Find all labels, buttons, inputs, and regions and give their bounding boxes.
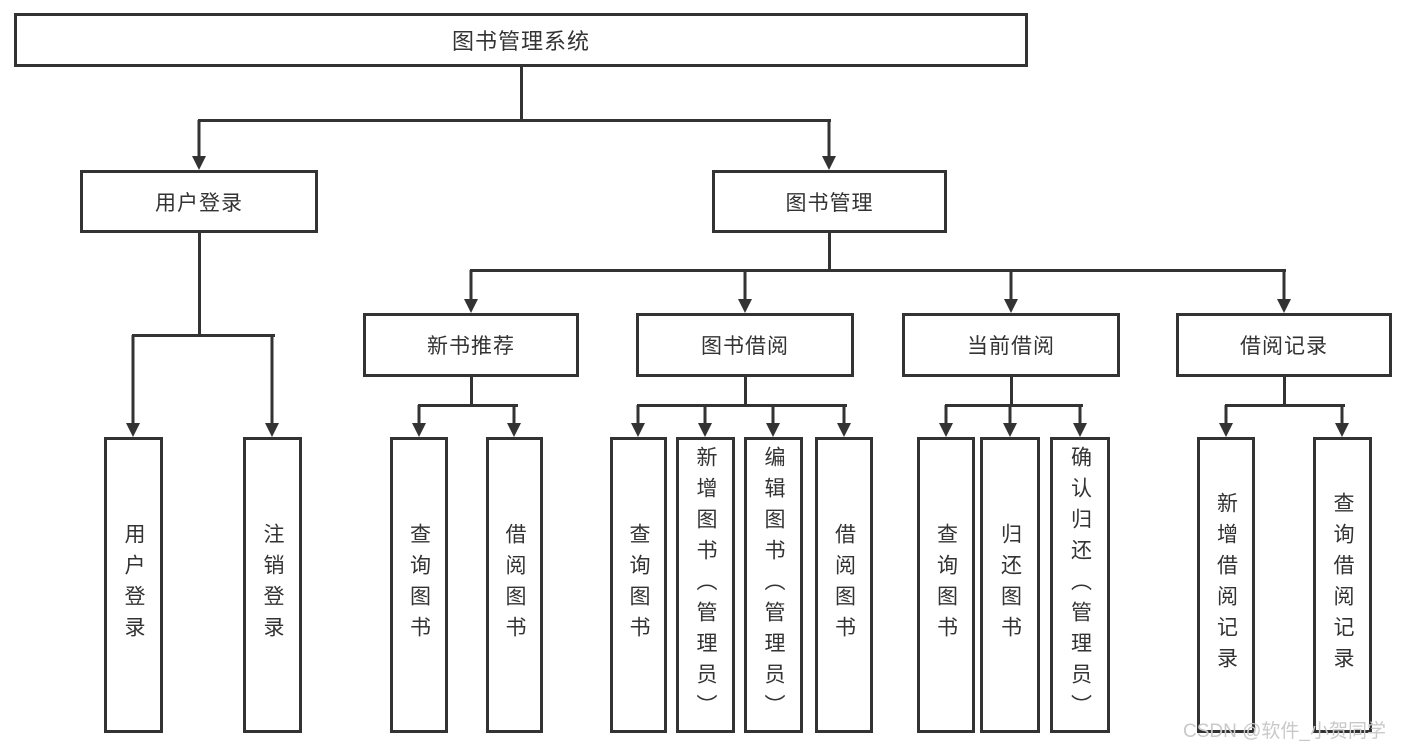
arrow-to-current-borrowing <box>1004 270 1018 313</box>
arrow-to-leaf-nb-borrow <box>507 405 521 437</box>
connector-records-branch <box>1224 403 1345 407</box>
connector-user-login-branch <box>131 333 275 337</box>
node-label: 查询借阅记录 <box>1331 492 1354 678</box>
node-label: 图书管理 <box>785 191 874 215</box>
leaf-bb-edit-books-admin: 编辑图书（管理员） <box>744 437 803 733</box>
node-label: 用户登录 <box>155 191 243 215</box>
connector-current-borrow-stem <box>1009 377 1013 406</box>
arrow-to-book-borrowing <box>738 270 752 313</box>
node-label: 新增图书（管理员） <box>694 445 717 725</box>
leaf-rec-add-record: 新增借阅记录 <box>1197 437 1255 733</box>
node-label: 借阅记录 <box>1240 335 1328 358</box>
arrow-to-leaf-cb-return <box>1003 405 1017 437</box>
node-borrowing-records: 借阅记录 <box>1176 313 1392 377</box>
leaf-rec-query-record: 查询借阅记录 <box>1313 437 1372 733</box>
arrow-to-leaf-rec-add <box>1219 405 1233 437</box>
connector-book-borrow-branch <box>636 403 847 407</box>
node-label: 新增借阅记录 <box>1214 492 1238 678</box>
csdn-watermark: CSDN @软件_小贺同学 <box>1183 721 1386 742</box>
leaf-logout: 注销登录 <box>243 437 302 733</box>
arrow-to-leaf-cb-query <box>939 405 953 437</box>
connector-user-login-stem <box>197 233 201 335</box>
connector-level2-branch <box>197 118 831 122</box>
leaf-user-login: 用户登录 <box>104 437 163 733</box>
leaf-cb-return-books: 归还图书 <box>980 437 1040 733</box>
connector-records-stem <box>1282 377 1286 406</box>
arrow-to-leaf-bb-borrow <box>837 405 851 437</box>
node-label: 确认归还（管理员） <box>1068 445 1092 725</box>
leaf-cb-confirm-return-admin: 确认归还（管理员） <box>1050 437 1110 733</box>
connector-book-borrow-stem <box>743 377 747 406</box>
node-label: 查询图书 <box>627 523 650 647</box>
node-label: 借阅图书 <box>832 523 856 647</box>
arrow-to-leaf-bb-edit <box>766 405 780 437</box>
arrow-to-leaf-user-login <box>126 335 140 437</box>
leaf-cb-query-books: 查询图书 <box>917 437 975 733</box>
leaf-bb-add-books-admin: 新增图书（管理员） <box>676 437 735 733</box>
arrow-to-leaf-logout <box>265 335 279 437</box>
node-label: 新书推荐 <box>427 335 515 358</box>
connector-root-stem <box>519 67 523 120</box>
arrow-to-leaf-nb-query <box>412 405 426 437</box>
leaf-bb-query-books: 查询图书 <box>610 437 667 733</box>
connector-book-mgmt-stem <box>827 233 831 270</box>
arrow-to-borrowing-records <box>1277 270 1291 313</box>
arrow-to-leaf-bb-add <box>698 405 712 437</box>
node-label: 注销登录 <box>261 523 284 647</box>
arrow-to-new-book-recommendation <box>464 270 478 313</box>
arrow-to-leaf-bb-query <box>631 405 645 437</box>
node-user-login: 用户登录 <box>80 170 318 233</box>
node-label: 编辑图书（管理员） <box>762 445 785 725</box>
node-new-book-recommendation: 新书推荐 <box>363 313 579 377</box>
arrow-to-user-login <box>192 120 206 170</box>
connector-level3-branch <box>469 268 1286 272</box>
node-label: 用户登录 <box>122 523 145 647</box>
connector-new-books-branch <box>417 403 518 407</box>
connector-new-books-stem <box>469 377 473 406</box>
node-label: 查询图书 <box>407 523 431 647</box>
leaf-nb-query-books: 查询图书 <box>390 437 448 733</box>
leaf-bb-borrow-books: 借阅图书 <box>815 437 873 733</box>
node-label: 图书借阅 <box>701 335 789 358</box>
leaf-nb-borrow-books: 借阅图书 <box>486 437 543 733</box>
node-book-management: 图书管理 <box>712 170 947 233</box>
node-current-borrowing: 当前借阅 <box>902 313 1120 377</box>
node-book-borrowing: 图书借阅 <box>636 313 854 377</box>
arrow-to-leaf-cb-confirm <box>1073 405 1087 437</box>
arrow-to-leaf-rec-query <box>1335 405 1349 437</box>
node-label: 当前借阅 <box>967 335 1055 358</box>
node-label: 查询图书 <box>934 523 958 647</box>
node-library-management-system: 图书管理系统 <box>14 13 1028 67</box>
arrow-to-book-management <box>822 120 836 170</box>
node-label: 图书管理系统 <box>451 29 590 54</box>
node-label: 借阅图书 <box>503 523 526 647</box>
node-label: 归还图书 <box>998 523 1022 647</box>
